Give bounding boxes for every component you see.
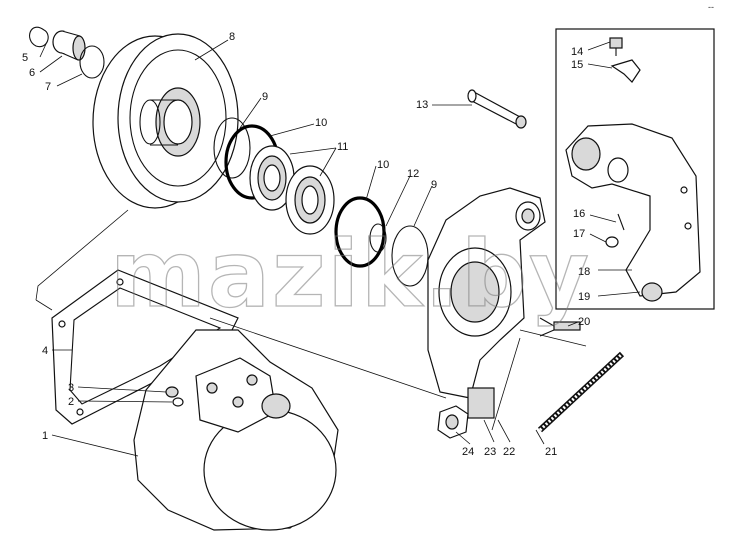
callout-23: 23 xyxy=(484,446,496,458)
callout-17: 17 xyxy=(573,228,585,240)
inset-frame xyxy=(555,28,715,310)
corner-mark: -- xyxy=(708,2,714,12)
callout-9-right: 9 xyxy=(431,179,437,191)
pulley-part-8 xyxy=(92,33,239,209)
snap-ring-part-5 xyxy=(29,26,49,48)
pump-body-part-1 xyxy=(133,329,339,531)
callout-12: 12 xyxy=(407,168,419,180)
callout-19: 19 xyxy=(578,291,590,303)
assembly-line-b xyxy=(491,329,587,431)
callout-10-right: 10 xyxy=(377,159,389,171)
callout-20: 20 xyxy=(578,316,590,328)
callout-13: 13 xyxy=(416,99,428,111)
pin-part-13 xyxy=(467,89,527,129)
callout-21: 21 xyxy=(545,446,557,458)
callout-2: 2 xyxy=(68,396,74,408)
callout-11: 11 xyxy=(337,141,348,153)
callout-4: 4 xyxy=(42,345,48,357)
callout-7: 7 xyxy=(45,81,51,93)
snap-ring-part-12 xyxy=(369,223,387,253)
callout-9-left: 9 xyxy=(262,91,268,103)
callout-16: 16 xyxy=(573,208,585,220)
callout-18: 18 xyxy=(578,266,590,278)
bolt-part-14 xyxy=(609,37,623,56)
callout-24: 24 xyxy=(462,446,474,458)
callout-15: 15 xyxy=(571,59,583,71)
snap-ring-part-9-left xyxy=(213,117,251,179)
threaded-rod-part-21 xyxy=(537,351,625,433)
seal-ring-part-10-right xyxy=(334,196,386,268)
bearing-part-11-right xyxy=(285,165,335,235)
cotter-pin-part-16 xyxy=(617,213,625,231)
callout-labels: 5 6 7 8 9 10 11 10 12 9 13 14 15 16 17 1… xyxy=(22,31,590,458)
callout-1: 1 xyxy=(42,430,48,442)
lever-bracket-inset xyxy=(565,123,701,302)
snap-ring-part-9-right xyxy=(391,225,429,287)
bolt-part-2-3 xyxy=(165,386,184,407)
tab-washer-part-15 xyxy=(610,59,641,83)
gasket-part-4 xyxy=(51,269,239,425)
callout-6: 6 xyxy=(29,67,35,79)
leader-lines xyxy=(39,39,641,457)
assembly-line-a xyxy=(35,209,447,399)
callout-5: 5 xyxy=(22,52,28,64)
nut-part-24 xyxy=(437,405,469,439)
bracket-housing-part-23 xyxy=(427,187,546,419)
bushing-part-6 xyxy=(52,30,86,61)
o-ring-part-7 xyxy=(79,45,105,79)
callout-10-left: 10 xyxy=(315,117,327,129)
callout-8: 8 xyxy=(229,31,235,43)
callout-14: 14 xyxy=(571,46,583,58)
washer-part-17 xyxy=(605,236,619,248)
watermark: mazik.by xyxy=(110,221,591,328)
screw-part-20 xyxy=(539,317,581,337)
callout-3: 3 xyxy=(68,382,74,394)
callout-22: 22 xyxy=(503,446,515,458)
